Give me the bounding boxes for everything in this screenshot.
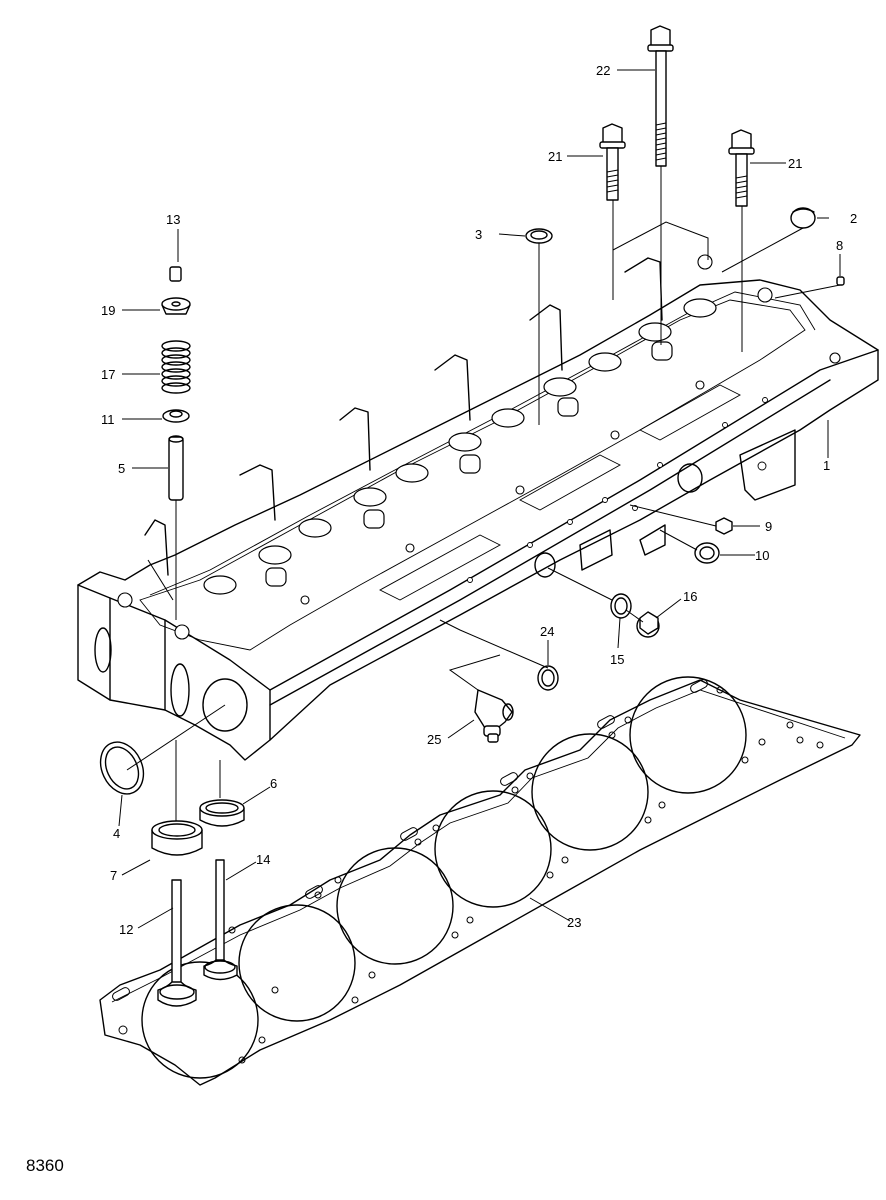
valve-cap — [169, 266, 182, 282]
injector-sleeves — [265, 341, 673, 587]
cylinder-head — [77, 254, 879, 761]
exhaust-valve — [203, 859, 238, 981]
callout-labels: 1 2 3 4 5 6 7 8 9 10 11 12 13 14 15 16 1… — [101, 63, 857, 937]
intake-valve — [157, 879, 197, 1007]
spring-seat — [162, 409, 190, 423]
callout-17: 17 — [101, 367, 115, 382]
gasket-bores — [141, 676, 747, 1079]
callout-7: 7 — [110, 868, 117, 883]
rocker-stands — [144, 257, 663, 576]
callout-8: 8 — [836, 238, 843, 253]
leader-lines — [118, 69, 841, 929]
gasket-slots — [112, 679, 708, 1001]
callout-12: 12 — [119, 922, 133, 937]
callout-5: 5 — [118, 461, 125, 476]
side-plug — [715, 517, 733, 535]
callout-16: 16 — [683, 589, 697, 604]
figure-id: 8360 — [26, 1156, 64, 1175]
callout-19: 19 — [101, 303, 115, 318]
gasket-holes — [118, 686, 824, 1064]
head-gasket — [99, 676, 861, 1086]
sealing-washer — [610, 593, 632, 619]
callout-11: 11 — [101, 412, 115, 427]
cup-plug — [694, 542, 720, 564]
valve-train — [99, 266, 245, 1007]
callout-24: 24 — [540, 624, 554, 639]
small-plug — [836, 276, 845, 286]
callout-14: 14 — [256, 852, 270, 867]
callout-23: 23 — [567, 915, 581, 930]
callout-9: 9 — [765, 519, 772, 534]
head-bolts — [599, 25, 755, 352]
valve-spring — [161, 340, 191, 394]
fitting — [537, 665, 559, 691]
callout-21-right: 21 — [788, 156, 802, 171]
valve-bosses — [203, 298, 717, 595]
callout-2: 2 — [850, 211, 857, 226]
callout-21-left: 21 — [548, 149, 562, 164]
valve-guide — [168, 436, 184, 501]
callout-6: 6 — [270, 776, 277, 791]
elbow-fitting — [474, 689, 514, 743]
small-parts — [439, 207, 845, 743]
seal-ring — [99, 741, 145, 795]
callout-13: 13 — [166, 212, 180, 227]
callout-10: 10 — [755, 548, 769, 563]
callout-25: 25 — [427, 732, 441, 747]
callout-3: 3 — [475, 227, 482, 242]
callout-22: 22 — [596, 63, 610, 78]
callout-15: 15 — [610, 652, 624, 667]
callout-4: 4 — [113, 826, 120, 841]
callout-1: 1 — [823, 458, 830, 473]
